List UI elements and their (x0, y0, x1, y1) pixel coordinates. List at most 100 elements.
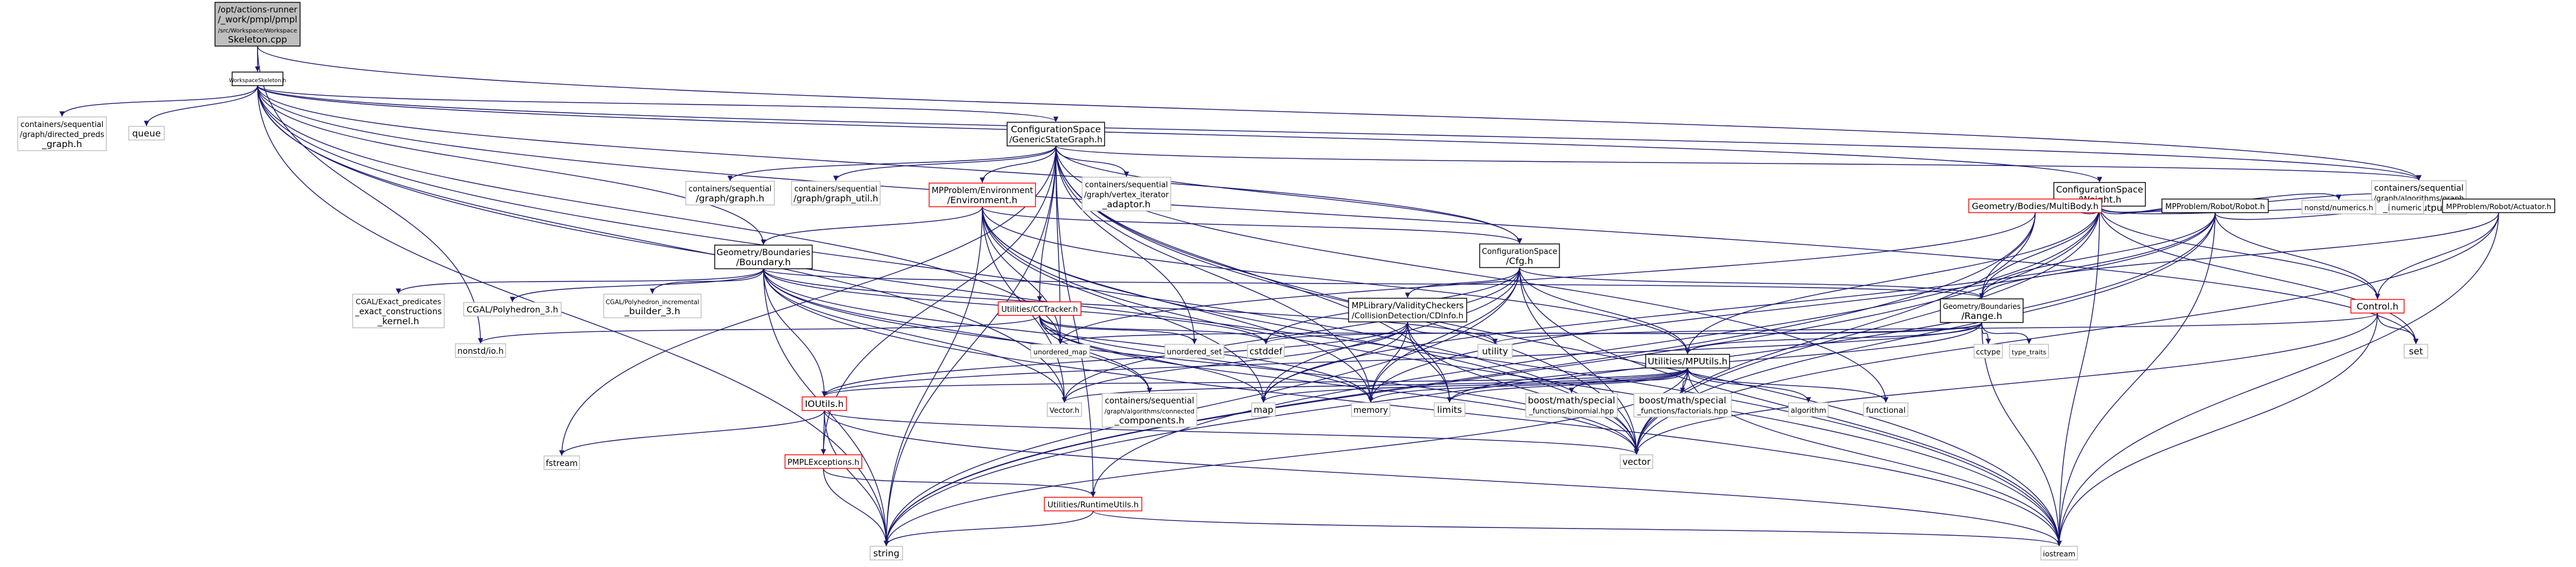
node-nonstdio[interactable]: nonstd/io.h (455, 343, 506, 358)
node-control[interactable]: Control.h (2350, 299, 2405, 314)
edge-control-to-utility (1492, 312, 2378, 344)
edge-weight-to-runtime (1090, 206, 2100, 497)
node-label: functional (1866, 406, 1906, 415)
node-label: iostream (2043, 549, 2076, 558)
edge-pmplexc-to-runtime (823, 468, 1096, 497)
node-label: containers/sequential (2374, 184, 2463, 193)
node-box (1477, 344, 1513, 359)
edge-weight-to-mputils (1685, 206, 2100, 354)
edge-env-to-cfg (982, 206, 1522, 244)
node-cgraph[interactable]: containers/sequential/graph/graph.h (685, 181, 775, 206)
edge-control-to-iostream (2056, 312, 2378, 546)
node-box (1645, 354, 1730, 369)
node-box (1968, 198, 2102, 213)
node-conncomp[interactable]: containers/sequential/graph/algorithms/c… (1102, 393, 1197, 428)
node-pmplexc[interactable]: PMPLExceptions.h (784, 454, 862, 469)
edge-boundary-to-range (763, 268, 1985, 299)
node-set[interactable]: set (2404, 344, 2428, 359)
edge-wsh-to-umap (257, 85, 1063, 344)
node-label: vector (1623, 457, 1651, 467)
node-boundary[interactable]: Geometry/Boundaries/Boundary.h (714, 245, 813, 269)
node-label: Geometry/Boundaries (1943, 302, 2021, 311)
node-cstddef[interactable]: cstddef (1247, 344, 1285, 359)
node-label: _kernel.h (377, 316, 419, 327)
edge-robot-to-map (1261, 212, 2216, 403)
node-ioutils[interactable]: IOUtils.h (802, 396, 847, 411)
node-label: /Environment.h (947, 195, 1018, 206)
node-queue[interactable]: queue (128, 126, 165, 141)
node-robot[interactable]: MPProblem/Robot/Robot.h (2161, 198, 2269, 213)
node-label: utility (1482, 346, 1508, 357)
node-cctype[interactable]: cctype (1973, 344, 2003, 359)
edge-weight-to-range (1979, 206, 2100, 299)
node-utility[interactable]: utility (1477, 344, 1513, 359)
node-runtime[interactable]: Utilities/RuntimeUtils.h (1044, 497, 1142, 511)
node-cgalpoly[interactable]: CGAL/Polyhedron_3.h (463, 302, 562, 317)
node-fstream[interactable]: fstream (543, 455, 580, 470)
node-map[interactable]: map (1251, 402, 1276, 417)
node-box (1007, 122, 1105, 146)
node-label: Control.h (2357, 301, 2399, 312)
node-label: _builder_3.h (624, 306, 680, 317)
edge-cdinfo-to-map (1261, 321, 1408, 403)
node-label: IOUtils.h (805, 399, 844, 409)
node-algorithm[interactable]: algorithm (1788, 402, 1829, 417)
node-vector[interactable]: vector (1620, 454, 1653, 469)
node-wsh[interactable]: WorkspaceSkeleton.h (229, 71, 286, 86)
node-multibody[interactable]: Geometry/Bodies/MultiBody.h (1968, 198, 2102, 213)
node-nonstdnum[interactable]: nonstd/numerics.h (2301, 200, 2376, 214)
node-label: cstddef (1249, 346, 1282, 357)
node-env[interactable]: MPProblem/Environment/Environment.h (929, 183, 1036, 207)
node-label: containers/sequential (1105, 396, 1194, 406)
node-label: CGAL/Polyhedron_incremental (605, 299, 699, 306)
node-cdinfo[interactable]: MPLibrary/ValidityCheckers/CollisionDete… (1348, 298, 1467, 322)
node-label: /Range.h (1961, 311, 2002, 321)
node-limits[interactable]: limits (1434, 402, 1466, 417)
node-typetraits[interactable]: type_traits (2009, 344, 2049, 359)
node-uset[interactable]: unordered_set (1164, 344, 1225, 359)
node-numeric[interactable]: numeric (2389, 200, 2424, 214)
node-label: Skeleton.cpp (228, 34, 287, 45)
node-label: containers/sequential (794, 185, 878, 194)
node-viter[interactable]: containers/sequential/graph/vertex_itera… (1082, 177, 1171, 211)
edge-wsh-to-ginput (257, 85, 2422, 181)
node-iostream[interactable]: iostream (2040, 546, 2078, 561)
node-binomial[interactable]: boost/math/special_functions/binomial.hp… (1525, 393, 1618, 418)
node-dirpreds[interactable]: containers/sequential/graph/directed_pre… (17, 116, 107, 151)
node-functional[interactable]: functional (1863, 402, 1909, 417)
node-string[interactable]: string (869, 546, 903, 561)
node-cgraphutil[interactable]: containers/sequential/graph/graph_util.h (791, 181, 881, 206)
edge-cdinfo-to-vectorh (1061, 321, 1408, 403)
node-label: MPProblem/Robot/Actuator.h (2446, 202, 2551, 211)
node-factorials[interactable]: boost/math/special_functions/factorials.… (1633, 393, 1732, 418)
node-box (1082, 177, 1171, 211)
node-label: /graph/algorithms/connected (1105, 408, 1194, 415)
node-label: unordered_map (1034, 348, 1087, 356)
node-label: /graph/directed_preds (19, 131, 104, 139)
node-range[interactable]: Geometry/Boundaries/Range.h (1940, 298, 2024, 323)
node-vectorh[interactable]: Vector.h (1047, 402, 1082, 417)
node-label: ConfigurationSpace (1011, 124, 1100, 135)
node-cgalexact[interactable]: CGAL/Exact_predicates_exact_construction… (352, 294, 445, 328)
node-sg[interactable]: ConfigurationSpace/GenericStateGraph.h (1007, 122, 1105, 146)
edge-cctracker-to-uset (1039, 315, 1197, 344)
node-root[interactable]: /opt/actions-runner/_work/pmpl/pmpl/src/… (214, 2, 301, 47)
node-label: /src/Workspace/Workspace (218, 28, 297, 34)
node-box (1251, 402, 1276, 417)
node-box (1525, 393, 1618, 418)
edge-cctracker-to-vector (1039, 315, 1639, 455)
node-memory[interactable]: memory (1351, 402, 1390, 417)
node-box (685, 181, 775, 206)
edge-env-to-boundary (761, 206, 983, 245)
node-cfg[interactable]: ConfigurationSpace/Cfg.h (1479, 243, 1560, 268)
node-box (232, 71, 284, 86)
edge-cfg-to-string (884, 267, 1520, 546)
node-cctracker[interactable]: Utilities/CCTracker.h (998, 301, 1082, 316)
edge-robot-to-iostream (2056, 212, 2216, 546)
node-umap[interactable]: unordered_map (1030, 344, 1090, 359)
node-label: _functions/factorials.hpp (1637, 406, 1728, 415)
node-cgalpolyinc[interactable]: CGAL/Polyhedron_incremental_builder_3.h (603, 294, 702, 318)
node-mputils[interactable]: Utilities/MPUtils.h (1645, 354, 1730, 369)
node-actuator[interactable]: MPProblem/Robot/Actuator.h (2442, 198, 2555, 213)
